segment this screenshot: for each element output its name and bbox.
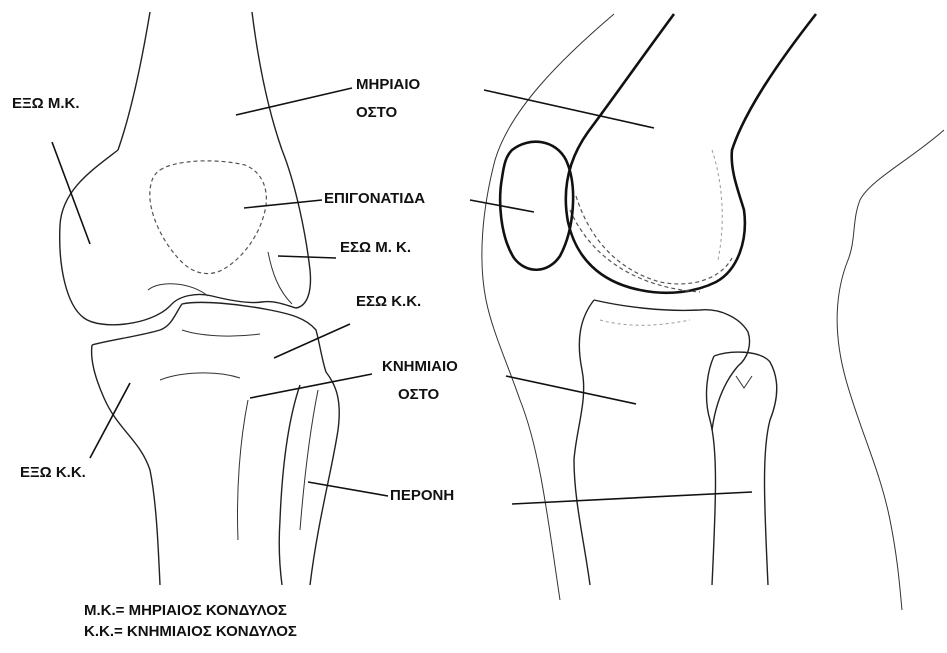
leader-esw-mk (278, 256, 336, 258)
side-tibia-detail (600, 320, 690, 325)
leader-eksw-mk (52, 142, 90, 244)
leader-eksw-kk (90, 383, 130, 458)
front-tibia-detail-3 (237, 400, 248, 540)
leader-peronh-left (308, 482, 388, 496)
leader-knhmiaio-right (506, 376, 636, 404)
leader-esw-kk (274, 324, 350, 358)
leader-epigonatida-right (470, 200, 534, 212)
front-fibula-edge (300, 390, 318, 530)
label-knhmiaio-line1: ΚΝΗΜΙΑΙΟ (382, 358, 458, 376)
side-fibula-inner (707, 356, 716, 585)
front-tibia-top (92, 302, 326, 372)
label-epigonatida: ΕΠΙΓΟΝΑΤΙΔΑ (324, 190, 425, 208)
label-peronh: ΠΕΡΟΝΗ (390, 487, 454, 505)
label-eksw-kk: ΕΞΩ Κ.Κ. (20, 464, 86, 482)
front-tibia-detail-1 (160, 373, 240, 380)
leader-mhriaio-left (236, 88, 352, 115)
label-eksw-mk: ΕΞΩ Μ.Κ. (12, 95, 80, 113)
front-patella-outline (150, 161, 267, 274)
side-condyle-faint (712, 150, 722, 260)
side-patella (500, 142, 573, 270)
front-femur-shaft (118, 12, 150, 150)
label-knhmiaio-line2: ΟΣΤΟ (398, 386, 439, 404)
front-view-knee (60, 12, 340, 585)
side-calf-contour (837, 130, 944, 610)
side-femur-front (566, 14, 674, 290)
abbreviation-legend: Μ.Κ.= ΜΗΡΙΑΙΟΣ ΚΟΝΔΥΛΟΣ Κ.Κ.= ΚΝΗΜΙΑΙΟΣ … (84, 600, 297, 642)
side-view-knee (482, 14, 944, 610)
front-condyle-notch (268, 252, 292, 304)
legend-line-mk: Μ.Κ.= ΜΗΡΙΑΙΟΣ ΚΟΝΔΥΛΟΣ (84, 600, 297, 621)
label-esw-kk: ΕΣΩ Κ.Κ. (356, 293, 421, 311)
front-fibula (279, 385, 300, 585)
side-tibia-back (712, 332, 750, 430)
front-femur-condyles (60, 150, 311, 325)
side-tibia-front (574, 300, 594, 585)
leader-knhmiaio-left (250, 374, 372, 398)
side-fibula (714, 352, 777, 585)
front-tibia-plateau (92, 345, 160, 585)
front-tibia-detail-2 (182, 330, 260, 336)
side-condyle-dashed-1 (576, 196, 732, 284)
side-condyle-dashed-2 (570, 210, 700, 292)
front-femur-shaft-right (252, 12, 282, 150)
label-mhriaio-line1: ΜΗΡΙΑΙΟ (356, 76, 420, 94)
side-tibia-top (594, 300, 748, 332)
front-tibia-right (310, 372, 339, 585)
leader-epigonatida-left (244, 200, 322, 208)
side-femur-back (640, 14, 816, 293)
label-mhriaio-line2: ΟΣΤΟ (356, 104, 397, 122)
legend-line-kk: Κ.Κ.= ΚΝΗΜΙΑΙΟΣ ΚΟΝΔΥΛΟΣ (84, 621, 297, 642)
side-skin-front (482, 14, 614, 600)
label-esw-mk: ΕΣΩ Μ. Κ. (340, 239, 411, 257)
leader-mhriaio-right (484, 90, 654, 128)
side-fibula-detail (736, 376, 752, 388)
